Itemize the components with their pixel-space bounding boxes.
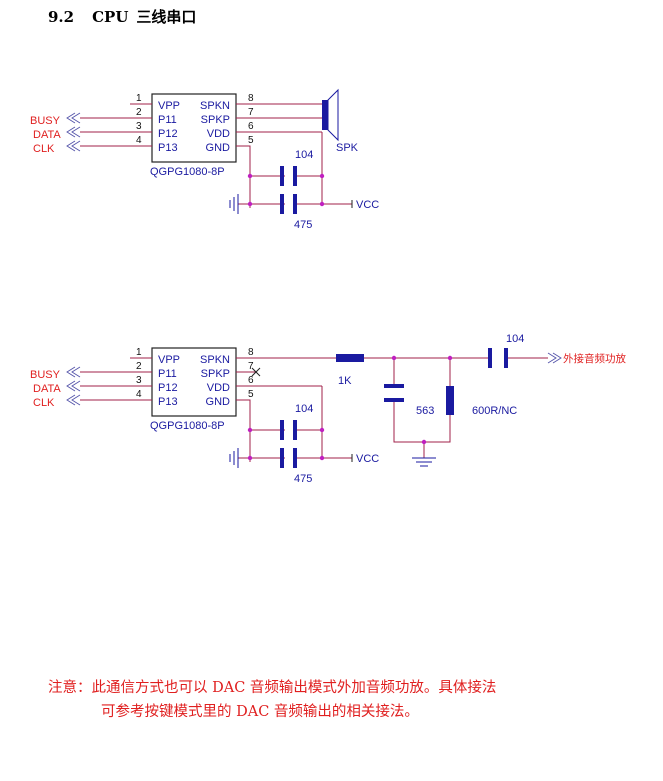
left-wires xyxy=(80,103,152,147)
pin-label-gnd: GND xyxy=(206,396,231,408)
pin-number-3: 3 xyxy=(136,375,142,386)
pin-label-vdd: VDD xyxy=(207,382,230,394)
vcc-label: VCC xyxy=(356,199,379,211)
pin-label-p12: P12 xyxy=(158,382,178,394)
pin-number-6: 6 xyxy=(248,121,254,132)
inductor-600r xyxy=(446,386,454,415)
pin-label-p12: P12 xyxy=(158,128,178,140)
ground-symbol xyxy=(229,194,239,214)
section-title: 三线串口 xyxy=(136,8,197,26)
pin-label-vdd: VDD xyxy=(207,128,230,140)
pin-number-2: 2 xyxy=(136,361,142,372)
speaker-symbol xyxy=(322,88,339,142)
capacitors xyxy=(280,420,297,468)
cap-top-label: 104 xyxy=(295,149,313,161)
signal-clk: CLK xyxy=(33,143,55,155)
circuit-1: QGPG1080-8P VPP P11 P12 P13 1 2 3 4 SPKN… xyxy=(30,88,379,231)
pin-label-spkp: SPKP xyxy=(201,114,230,126)
chip-name: QGPG1080-8P xyxy=(150,166,225,178)
pin-number-8: 8 xyxy=(248,93,254,104)
pin-label-p11: P11 xyxy=(158,368,177,380)
inductor-label: 600R/NC xyxy=(472,405,517,417)
circuit-2: QGPG1080-8P VPP P11 P12 P13 1 2 3 4 SPKN… xyxy=(30,333,626,485)
pin-label-p11: P11 xyxy=(158,114,177,126)
pin-label-spkn: SPKN xyxy=(200,354,230,366)
chip-body xyxy=(151,347,237,417)
pin-label-p13: P13 xyxy=(158,142,178,154)
note-text: 注意：此通信方式也可以 DAC 音频输出模式外加音频功放。具体接法 可参考按键模… xyxy=(48,676,496,724)
pin-number-8: 8 xyxy=(248,347,254,358)
capacitor-out xyxy=(488,348,508,368)
signal-busy: BUSY xyxy=(30,115,61,127)
pin-number-4: 4 xyxy=(136,389,142,400)
pin-label-spkn: SPKN xyxy=(200,100,230,112)
pin-label-spkp: SPKP xyxy=(201,368,230,380)
pin-number-1: 1 xyxy=(136,93,142,104)
resistor-1k xyxy=(336,354,364,362)
chip-name: QGPG1080-8P xyxy=(150,420,225,432)
output-label: 外接音频功放 xyxy=(563,352,626,365)
pin-number-2: 2 xyxy=(136,107,142,118)
section-cpu: CPU xyxy=(92,8,129,26)
signal-clk: CLK xyxy=(33,397,55,409)
vcc-label: VCC xyxy=(356,453,379,465)
section-heading: 9.2 CPU 三线串口 xyxy=(48,6,196,27)
nc-mark xyxy=(251,367,261,377)
signal-arrows xyxy=(66,112,81,152)
capacitors xyxy=(280,166,297,214)
pin-number-4: 4 xyxy=(136,135,142,146)
pin-number-3: 3 xyxy=(136,121,142,132)
section-number: 9.2 xyxy=(48,8,75,26)
cap-563-label: 563 xyxy=(416,405,434,417)
note-line-1: 注意：此通信方式也可以 DAC 音频输出模式外加音频功放。具体接法 xyxy=(48,680,497,696)
chip-body xyxy=(151,93,237,163)
signal-arrows xyxy=(66,366,81,406)
pin-label-vpp: VPP xyxy=(158,100,180,112)
pin-number-7: 7 xyxy=(248,361,254,372)
cap-top-label: 104 xyxy=(295,403,313,415)
signal-data: DATA xyxy=(33,383,61,395)
note-line-2: 可参考按键模式里的 DAC 音频输出的相关接法。 xyxy=(101,704,419,720)
pin-number-7: 7 xyxy=(248,107,254,118)
signal-data: DATA xyxy=(33,129,61,141)
speaker-label: SPK xyxy=(336,142,359,154)
pin-number-6: 6 xyxy=(248,375,254,386)
signal-busy: BUSY xyxy=(30,369,61,381)
right-wires xyxy=(236,103,352,208)
pin-number-5: 5 xyxy=(248,389,254,400)
ground-symbol-2 xyxy=(412,457,436,467)
cap-out-label: 104 xyxy=(506,333,524,345)
pin-label-p13: P13 xyxy=(158,396,178,408)
capacitor-563 xyxy=(384,384,404,402)
pin-label-vpp: VPP xyxy=(158,354,180,366)
pin-number-1: 1 xyxy=(136,347,142,358)
cap-bottom-label: 475 xyxy=(294,219,312,231)
cap-bottom-label: 475 xyxy=(294,473,312,485)
junctions xyxy=(247,173,325,207)
junctions xyxy=(247,355,453,461)
pin-label-gnd: GND xyxy=(206,142,231,154)
resistor-label: 1K xyxy=(338,375,352,387)
pin-number-5: 5 xyxy=(248,135,254,146)
output-arrow xyxy=(547,352,562,364)
left-wires xyxy=(80,357,152,401)
ground-symbol xyxy=(229,448,239,468)
